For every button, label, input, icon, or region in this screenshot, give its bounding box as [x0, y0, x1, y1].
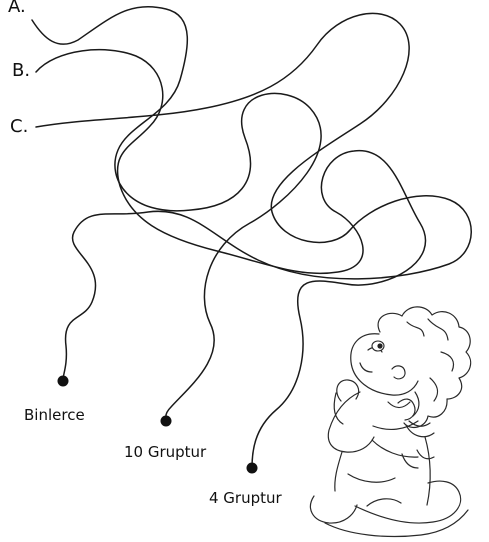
start-label-c: C. [10, 116, 28, 137]
end-dot-4-gruptur [247, 463, 258, 474]
end-dot-binlerce [58, 376, 69, 387]
maze-path-a [32, 7, 321, 419]
end-dot-10-gruptur [161, 416, 172, 427]
end-label-4-gruptur: 4 Gruptur [209, 489, 283, 507]
end-label-binlerce: Binlerce [24, 406, 85, 424]
end-label-10-gruptur: 10 Gruptur [124, 443, 207, 461]
start-label-b: B. [12, 60, 30, 81]
start-label-a: A. [8, 0, 26, 17]
maze-path-b [36, 50, 426, 468]
thinking-child-illustration [310, 307, 470, 537]
